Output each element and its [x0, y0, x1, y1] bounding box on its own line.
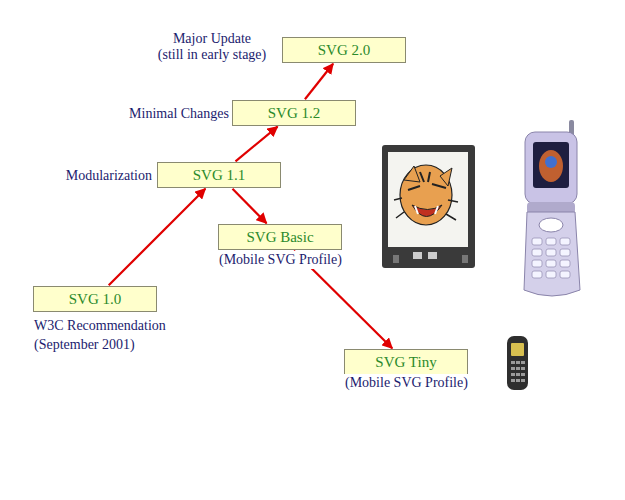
- version-box: SVG Tiny: [344, 349, 468, 375]
- version-name: SVG Tiny: [375, 353, 436, 371]
- flip-phone: [524, 120, 580, 296]
- annotation-text: Modularization: [65, 167, 153, 185]
- version-arrow: [305, 64, 333, 99]
- phone-base: [524, 212, 580, 296]
- version-name: SVG 1.0: [69, 290, 122, 308]
- version-name: SVG 1.1: [193, 166, 246, 184]
- pda-screen: [388, 152, 468, 247]
- phone-screen-image: [545, 156, 557, 168]
- annotation-text: W3C Recommendation: [33, 317, 167, 335]
- pda-button: [413, 252, 422, 259]
- small-phone-screen: [511, 343, 524, 356]
- version-box: SVG Basic: [218, 224, 342, 250]
- phone-lid: [525, 132, 577, 204]
- phone-navkey: [539, 218, 563, 232]
- annotation-text: Minimal Changes: [128, 105, 230, 123]
- pda-button: [428, 252, 437, 259]
- version-name: SVG 1.2: [268, 104, 321, 122]
- version-box: SVG 2.0: [282, 37, 406, 63]
- phone-screen: [533, 142, 569, 188]
- tiger-drawing: [394, 165, 458, 225]
- annotation-text: Major Update: [172, 30, 252, 48]
- version-arrow: [232, 189, 266, 224]
- pda-body: [382, 145, 475, 268]
- version-name: SVG 2.0: [318, 41, 371, 59]
- annotation-text: (September 2001): [33, 336, 136, 354]
- pda-photo: [382, 145, 475, 268]
- small-phone-keys: [511, 361, 525, 382]
- pda-button: [393, 255, 399, 263]
- annotation-text: (still in early stage): [157, 46, 267, 64]
- phone-screen-image: [539, 150, 563, 182]
- version-box: SVG 1.1: [157, 162, 281, 188]
- version-box: SVG 1.0: [33, 286, 157, 312]
- version-name: SVG Basic: [246, 228, 313, 246]
- phone-keypad: [532, 238, 570, 278]
- small-phone-body: [507, 336, 528, 390]
- version-arrow: [235, 127, 277, 162]
- annotation-text: (Mobile SVG Profile): [344, 374, 469, 392]
- pda-button: [462, 255, 468, 263]
- small-phone: [507, 336, 528, 390]
- version-box: SVG 1.2: [232, 100, 356, 126]
- annotation-text: (Mobile SVG Profile): [218, 251, 343, 269]
- version-arrow: [109, 189, 206, 286]
